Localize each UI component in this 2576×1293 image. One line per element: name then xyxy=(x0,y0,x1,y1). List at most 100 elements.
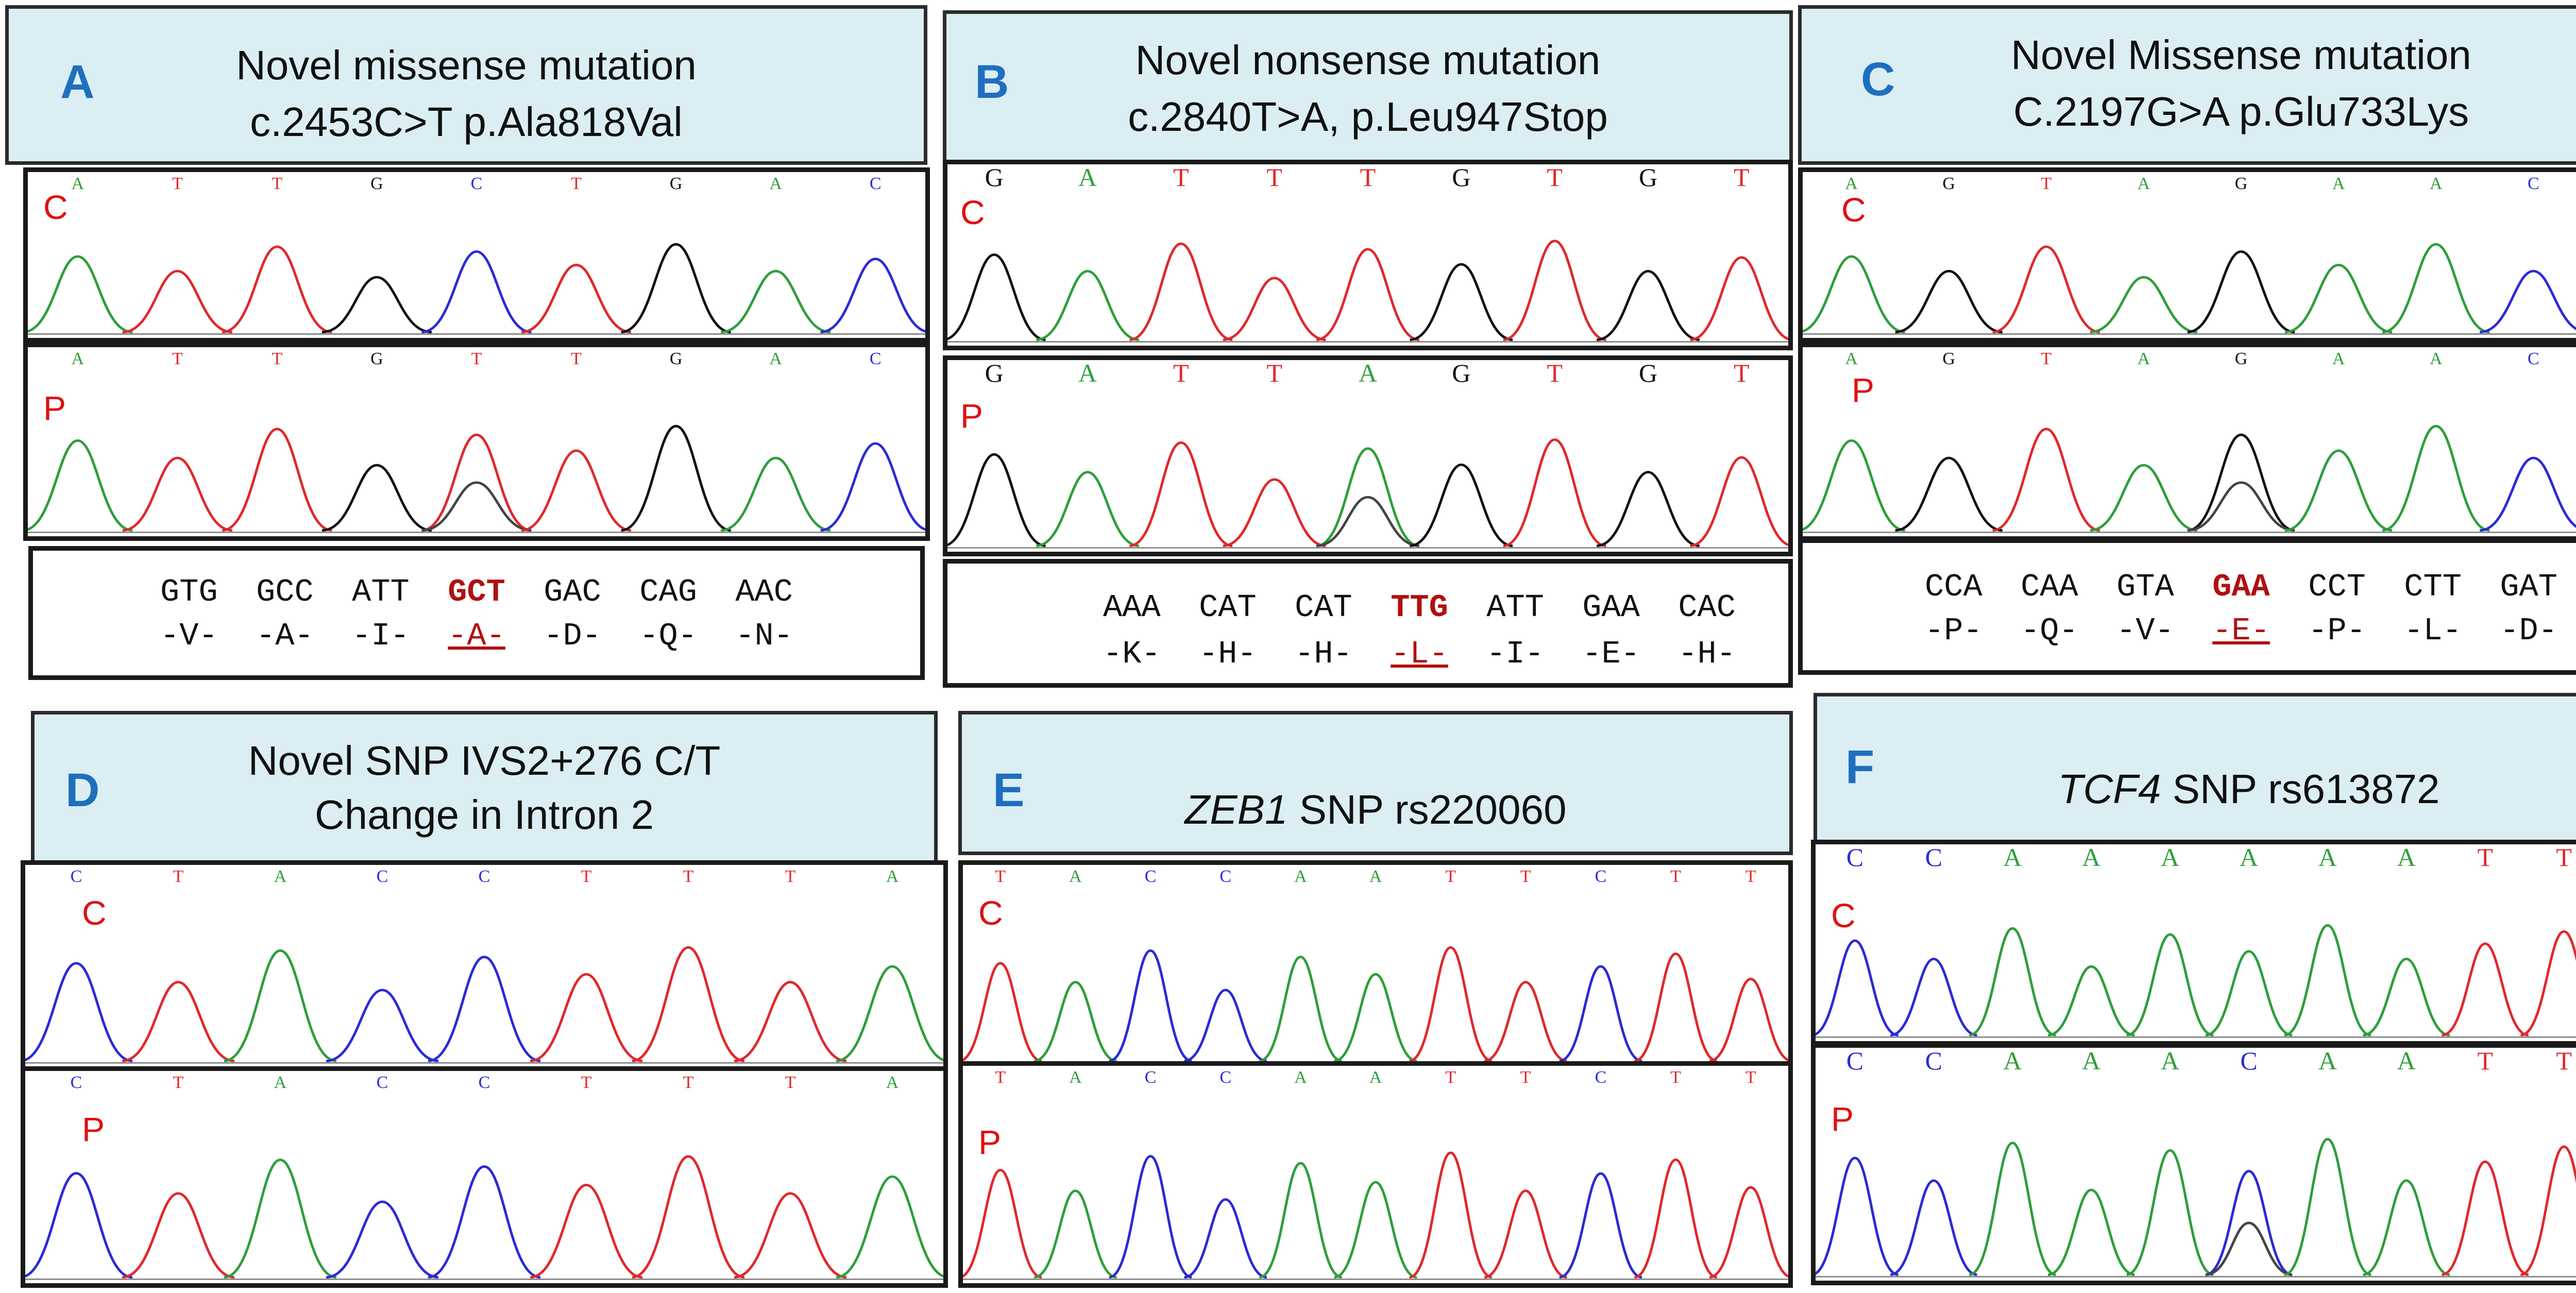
chromatogram-a-patient xyxy=(28,424,925,533)
base-call: C xyxy=(70,867,82,886)
trace-peak xyxy=(2363,958,2450,1036)
base-call: T xyxy=(2556,843,2572,872)
trace-peak xyxy=(2382,424,2490,532)
base-call: A xyxy=(274,867,287,886)
base-call: T xyxy=(1520,867,1531,886)
trace-peak xyxy=(2363,1179,2450,1276)
base-call: T xyxy=(1445,1068,1456,1087)
codon: GAT xyxy=(2500,569,2557,605)
base-call: T xyxy=(1670,1068,1681,1087)
trace-peak xyxy=(2480,456,2576,532)
base-call: T xyxy=(1745,867,1756,886)
base-call: C xyxy=(478,1073,490,1092)
trace-peak xyxy=(28,255,133,334)
trace-peak xyxy=(2284,264,2393,334)
trace-peak xyxy=(1334,1181,1417,1279)
panel-a-amino-row: -V- -A- -I- -A- -D- -Q- -N- xyxy=(33,618,920,654)
amino-acid: -H- xyxy=(1295,636,1352,672)
base-call: T xyxy=(1670,867,1681,886)
base-call: T xyxy=(1173,163,1189,192)
trace-peak xyxy=(1036,270,1139,341)
base-call: T xyxy=(1734,163,1750,192)
trace-peak xyxy=(2284,449,2393,532)
base-call: A xyxy=(2332,349,2345,368)
trace-peak xyxy=(836,1175,943,1279)
base-call: A xyxy=(2318,1046,2337,1075)
chromatogram-f-patient xyxy=(1816,1137,2576,1278)
panel-a-header: A Novel missense mutation c.2453C>T p.Al… xyxy=(5,5,927,165)
trace-peak xyxy=(621,424,731,532)
base-call: T xyxy=(581,1073,592,1092)
trace-peak xyxy=(428,956,541,1062)
base-call: G xyxy=(1942,349,1955,368)
chromatogram-e-control xyxy=(963,946,1788,1064)
amino-acid: -P- xyxy=(1925,613,1982,649)
trace-peak xyxy=(2284,1137,2371,1276)
trace-peak xyxy=(1816,1156,1899,1276)
trace-peak xyxy=(224,949,337,1062)
codon: AAC xyxy=(735,574,793,610)
trace-peak xyxy=(1690,256,1788,341)
base-call: C xyxy=(1846,843,1864,872)
panel-f-title-rest: SNP rs613872 xyxy=(2161,766,2440,812)
panel-c-title-line1: Novel Missense mutation xyxy=(2011,32,2471,78)
base-call: C xyxy=(1219,867,1232,886)
panel-e-header: E ZEB1 SNP rs220060 xyxy=(958,711,1793,855)
amino-acid: -H- xyxy=(1678,636,1736,672)
base-call: T xyxy=(1547,163,1563,192)
trace-peak xyxy=(122,981,235,1062)
panel-a-sequence-box: GTG GCC ATT GCT GAC CAG AAC -V- -A- -I- … xyxy=(28,546,925,680)
panel-e-gene: ZEB1 xyxy=(1184,787,1288,832)
trace-peak xyxy=(2382,243,2490,334)
base-call: G xyxy=(1638,163,1658,192)
base-call: T xyxy=(272,174,283,193)
trace-peak xyxy=(1709,1186,1788,1279)
trace-peak xyxy=(1223,478,1326,547)
base-call: G xyxy=(1452,359,1471,387)
base-call: G xyxy=(985,163,1004,192)
trace-peak xyxy=(1409,946,1493,1062)
base-call: G xyxy=(1452,163,1471,192)
base-call: A xyxy=(2161,1046,2180,1075)
base-call: T xyxy=(1547,359,1563,387)
codon: TTG xyxy=(1391,589,1448,626)
base-call: T xyxy=(1266,163,1282,192)
base-call: A xyxy=(1294,1068,1307,1087)
base-call: A xyxy=(1078,359,1097,387)
panel-b-header: B Novel nonsense mutation c.2840T>A, p.L… xyxy=(943,10,1793,165)
trace-peak xyxy=(122,1192,235,1279)
trace-peak xyxy=(2442,942,2529,1036)
panel-b-label-patient: P xyxy=(960,397,984,435)
base-call: A xyxy=(886,1073,899,1092)
base-call: T xyxy=(683,1073,694,1092)
amino-acid: -N- xyxy=(735,618,793,654)
trace-peak xyxy=(1992,245,2100,334)
base-call: A xyxy=(886,867,899,886)
base-call: T xyxy=(995,1068,1006,1087)
codon: GTA xyxy=(2116,569,2174,605)
trace-peak xyxy=(621,243,731,334)
base-call: T xyxy=(1173,359,1189,387)
trace-peak xyxy=(1334,973,1417,1062)
trace-peak xyxy=(1895,269,2003,334)
base-call: A xyxy=(2082,1046,2101,1075)
base-call: A xyxy=(1845,349,1858,368)
base-call: C xyxy=(2527,349,2539,368)
base-call: T xyxy=(683,867,694,886)
trace-peak xyxy=(1690,456,1788,547)
trace-peak xyxy=(1503,240,1606,341)
base-call: G xyxy=(669,174,683,193)
base-call: G xyxy=(2234,174,2248,193)
amino-acid: -E- xyxy=(2212,613,2270,649)
trace-peak xyxy=(2047,1188,2135,1276)
trace-peak xyxy=(1316,447,1420,547)
codon: GCT xyxy=(448,574,505,610)
panel-d-letter: D xyxy=(65,764,100,816)
base-call: C xyxy=(2240,1046,2258,1075)
